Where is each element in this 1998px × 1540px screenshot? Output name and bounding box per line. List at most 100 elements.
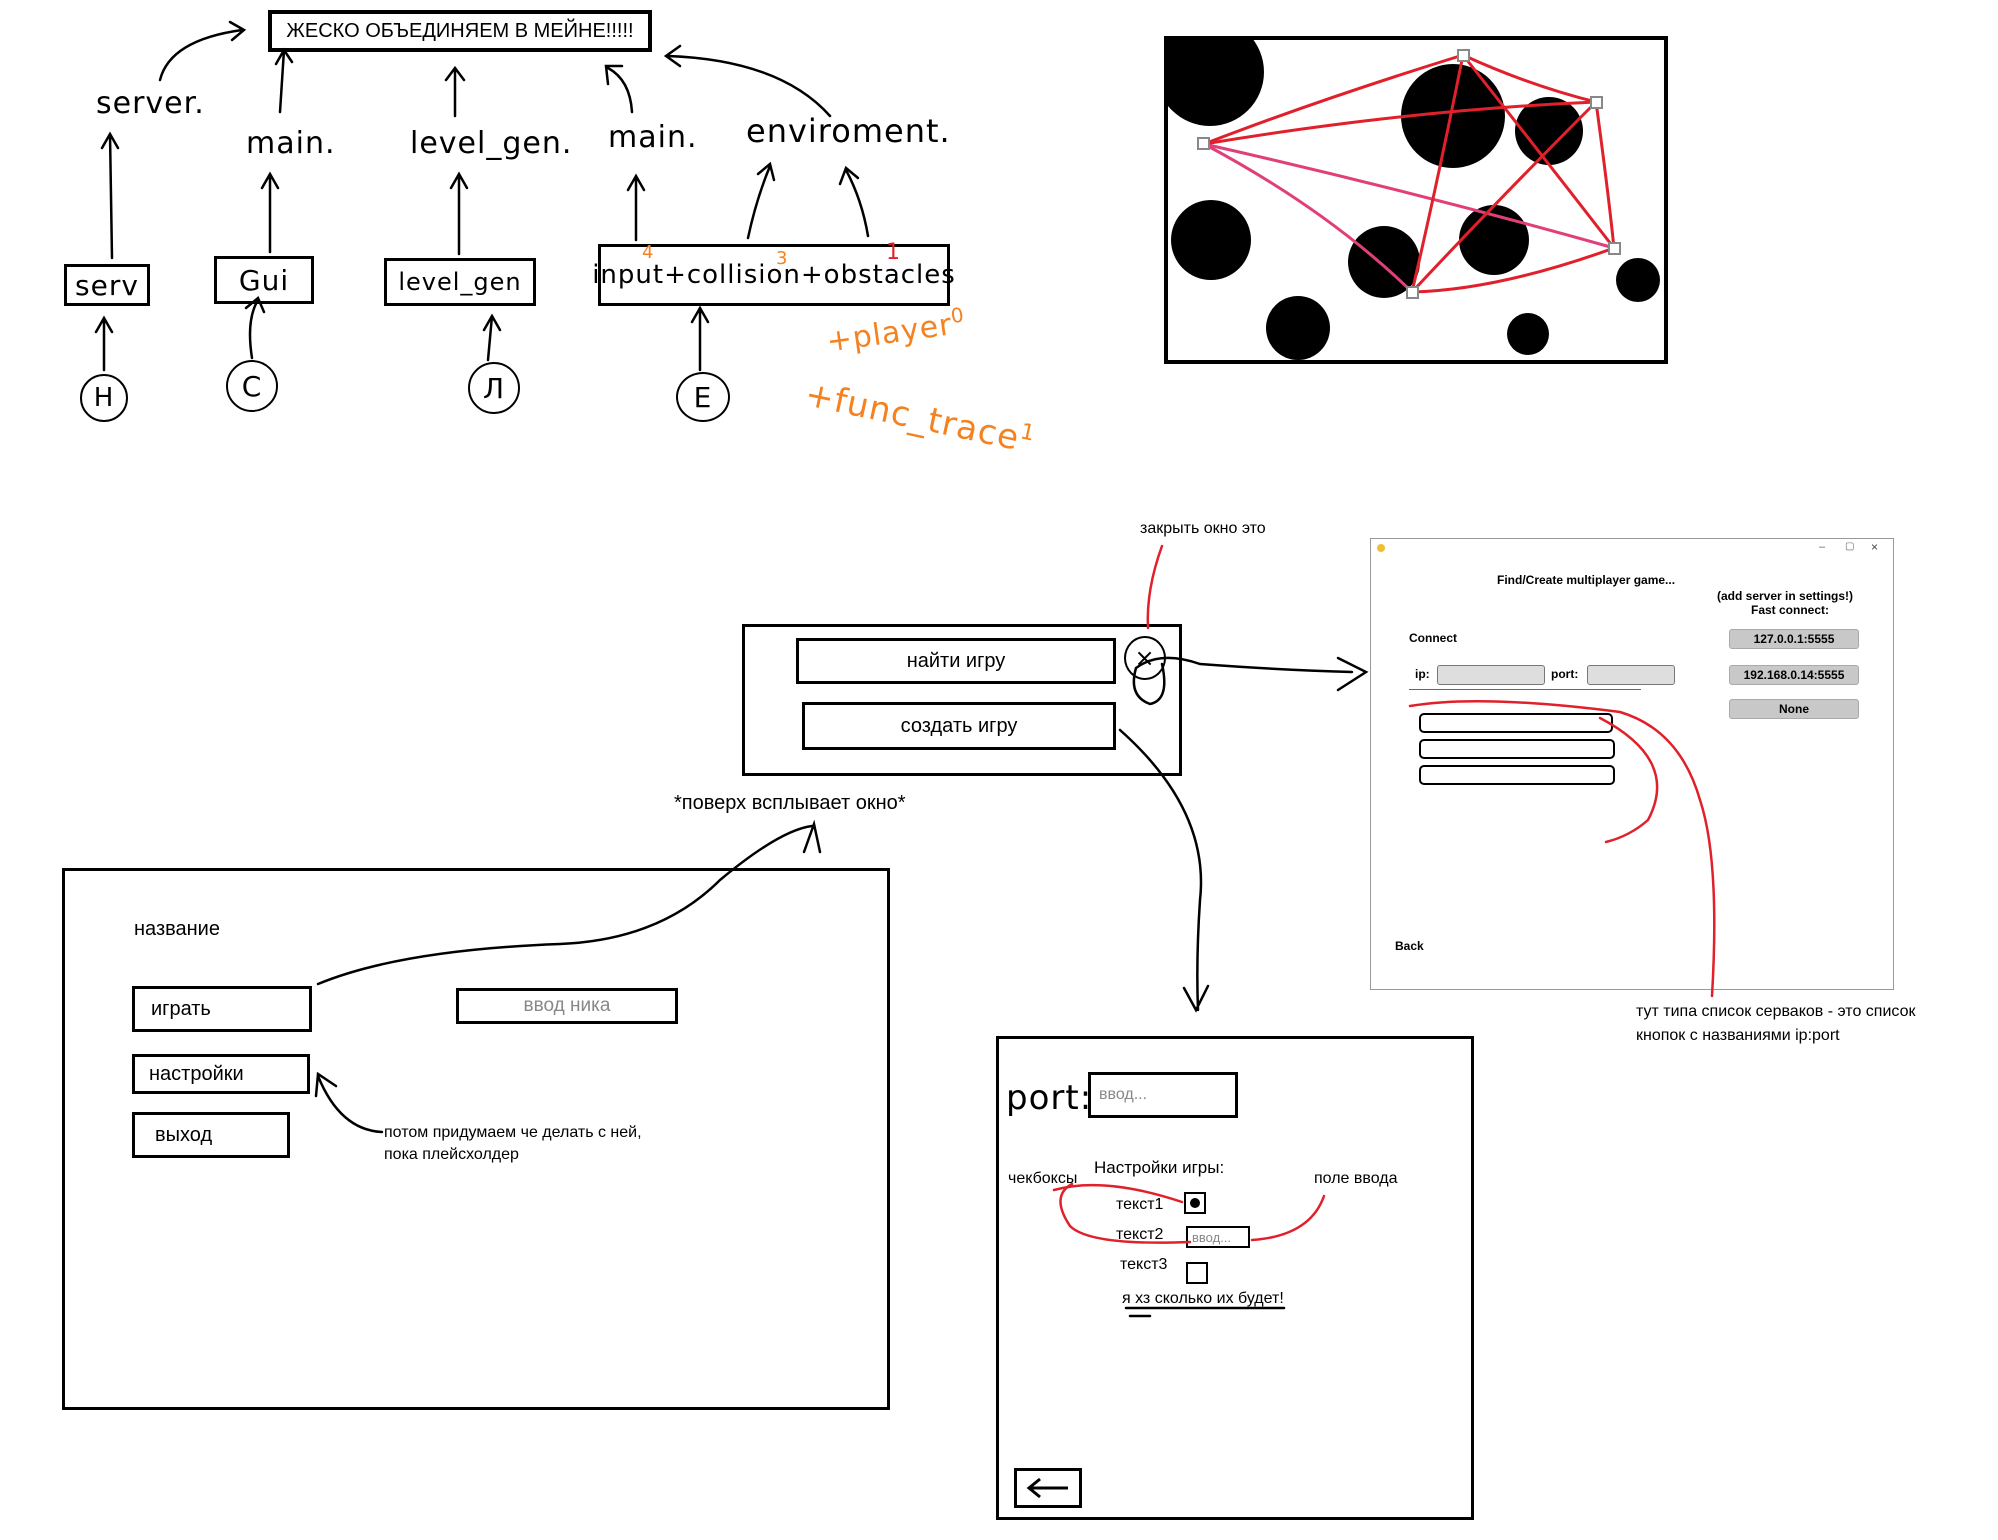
merge-title-box: ЖЕСКО ОБЪЕДИНЯЕМ В МЕЙНЕ!!!!!	[268, 10, 652, 52]
settings-button[interactable]: настройки	[132, 1054, 310, 1094]
owner-circle-e: Е	[676, 372, 730, 422]
trace-edges	[1203, 53, 1616, 294]
obstacle	[1348, 226, 1420, 298]
settings-note: потом придумаем че делать с ней, пока пл…	[384, 1124, 642, 1163]
arrow-env-title	[663, 44, 832, 118]
priority-obstacles: 1	[886, 240, 901, 265]
maximize-icon[interactable]: ▢	[1845, 541, 1855, 552]
target-level-gen: level_gen.	[410, 126, 573, 161]
red-close-pointer	[1146, 544, 1164, 630]
obstacles	[1168, 40, 1660, 360]
trace-edge	[1462, 53, 1597, 104]
trace-edge	[1461, 54, 1616, 249]
extra-player: +player0	[824, 302, 967, 360]
arrow-input-main	[626, 173, 646, 242]
trace-node	[1457, 49, 1470, 62]
arrow-server-title	[158, 20, 247, 82]
create-game-button[interactable]: создать игру	[802, 702, 1116, 750]
close-icon[interactable]: ×	[1871, 540, 1879, 554]
server-list-item[interactable]	[1419, 713, 1613, 733]
option-3-checkbox[interactable]	[1186, 1262, 1208, 1284]
trace-node	[1406, 286, 1419, 299]
ip-input[interactable]	[1437, 665, 1545, 685]
module-input-collision: input+collision+obstacles	[592, 244, 955, 306]
close-popup-button[interactable]: ×	[1124, 636, 1166, 680]
trace-edge	[1203, 53, 1464, 146]
trace-edge	[1410, 100, 1598, 294]
arrow-owner-s	[244, 295, 266, 360]
module-gui: Gui	[214, 256, 314, 304]
target-main-1: main.	[246, 126, 336, 161]
trace-nodes	[1197, 49, 1621, 299]
arrow-levelgen-module	[449, 171, 469, 256]
priority-collision: 3	[776, 248, 789, 269]
option-2-input[interactable]: ввод...	[1186, 1226, 1250, 1248]
options-footnote: я хз сколько их будет!	[1122, 1290, 1284, 1307]
trace-edge	[1203, 100, 1597, 146]
level-preview	[1164, 36, 1668, 364]
find-game-window: – ▢ × Find/Create multiplayer game... (a…	[1370, 538, 1894, 990]
minimize-icon[interactable]: –	[1819, 541, 1826, 553]
find-game-button[interactable]: найти игру	[796, 638, 1116, 684]
game-title-label: название	[134, 918, 220, 940]
trace-edge	[1411, 246, 1615, 294]
checkbox-note: чекбоксы	[1008, 1170, 1078, 1187]
module-level-gen: level_gen	[384, 258, 536, 306]
option-3-label: текст3	[1120, 1256, 1168, 1273]
arrow-gui-up	[260, 171, 280, 254]
target-server: server.	[96, 86, 205, 121]
option-2-label: текст2	[1116, 1226, 1164, 1243]
port-input[interactable]: ввод...	[1088, 1072, 1238, 1118]
fast-server-2[interactable]: 192.168.0.14:5555	[1729, 665, 1859, 685]
owner-circle-n: Н	[80, 374, 128, 422]
create-back-button[interactable]	[1014, 1468, 1082, 1508]
arrow-main2-title	[604, 64, 634, 114]
play-button[interactable]: играть	[132, 986, 312, 1032]
option-1-label: текст1	[1116, 1196, 1164, 1213]
port-input[interactable]	[1587, 665, 1675, 685]
popup-note: *поверх всплывает окно*	[674, 792, 906, 814]
fast-server-3[interactable]: None	[1729, 699, 1859, 719]
exit-button[interactable]: выход	[132, 1112, 290, 1158]
connect-divider	[1409, 689, 1641, 690]
target-environment: enviroment.	[746, 112, 951, 150]
priority-input: 4	[642, 242, 655, 263]
window-titlebar: – ▢ ×	[1371, 539, 1893, 559]
find-window-title: Find/Create multiplayer game...	[1497, 573, 1676, 587]
obstacle	[1616, 258, 1660, 302]
arrow-input-env-1	[746, 161, 776, 240]
obstacle	[1515, 97, 1583, 165]
arrow-owner-e	[690, 305, 710, 372]
arrow-levelgen-up	[444, 65, 466, 118]
obstacle	[1401, 64, 1505, 168]
merge-title: ЖЕСКО ОБЪЕДИНЯЕМ В МЕЙНЕ!!!!!	[286, 19, 634, 42]
arrow-input-env-2	[838, 165, 870, 238]
ip-label: ip:	[1415, 667, 1430, 681]
x-icon: ×	[1134, 644, 1156, 672]
server-list-item[interactable]	[1419, 739, 1615, 759]
port-label: port:	[1551, 667, 1579, 681]
game-settings-title: Настройки игры:	[1094, 1158, 1225, 1177]
module-serv: serv	[64, 264, 150, 306]
obstacle	[1168, 40, 1264, 126]
obstacle	[1171, 200, 1251, 280]
back-button[interactable]: Back	[1395, 939, 1424, 953]
option-1-checkbox[interactable]	[1184, 1192, 1206, 1214]
nickname-input[interactable]: ввод ника	[456, 988, 678, 1024]
app-icon	[1377, 544, 1385, 552]
trace-edge	[1203, 142, 1615, 250]
fast-server-1[interactable]: 127.0.0.1:5555	[1729, 629, 1859, 649]
input-field-note: поле ввода	[1314, 1170, 1398, 1187]
trace-node	[1590, 96, 1603, 109]
connect-button[interactable]: Connect	[1409, 631, 1457, 645]
server-list-item[interactable]	[1419, 765, 1615, 785]
obstacle	[1507, 313, 1549, 355]
server-list-note: тут типа список серваков - это список кн…	[1636, 1003, 1916, 1044]
trace-edge	[1203, 142, 1414, 294]
arrow-main-title	[274, 47, 294, 114]
trace-edge	[1594, 101, 1616, 249]
close-note: закрыть окно это	[1140, 520, 1266, 537]
port-label: port:	[1006, 1078, 1093, 1118]
servers-hint: (add server in settings!)	[1717, 589, 1854, 603]
fast-connect-label: Fast connect:	[1751, 603, 1830, 617]
